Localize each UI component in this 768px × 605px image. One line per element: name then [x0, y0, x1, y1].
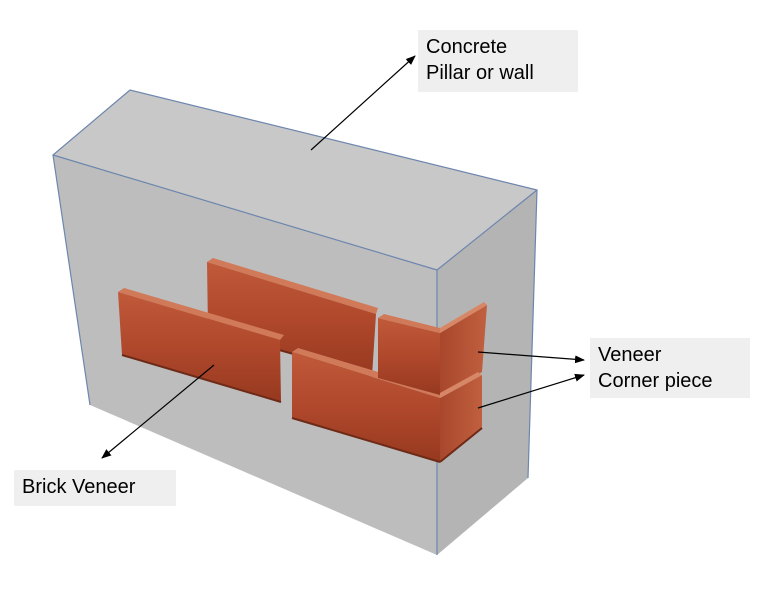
label-concrete-line2: Pillar or wall	[426, 62, 534, 84]
label-concrete-line1: Concrete	[426, 36, 508, 58]
corner-piece-lower	[439, 372, 483, 463]
label-concrete: Concrete Pillar or wall	[418, 30, 578, 92]
arrow-corner-lower	[477, 373, 585, 409]
arrow-concrete	[310, 55, 416, 151]
label-corner-line2: Corner piece	[598, 370, 713, 392]
arrow-corner-upper	[477, 351, 585, 364]
wall-edges	[52, 89, 538, 479]
brick-flat-left	[118, 288, 284, 403]
wall-side-face	[437, 190, 537, 555]
label-brick-line1: Brick Veneer	[22, 476, 136, 498]
wall-edge-top-side	[436, 189, 538, 271]
arrow-brick-veneer	[101, 364, 215, 459]
corner-piece-upper	[378, 302, 487, 395]
leader-arrows	[101, 55, 585, 459]
wall-edge-top-front	[52, 154, 438, 271]
bricks	[118, 258, 487, 463]
label-corner-piece: Veneer Corner piece	[590, 338, 750, 398]
wall-top-face	[53, 90, 537, 270]
label-brick-veneer: Brick Veneer	[14, 470, 176, 506]
label-corner-line1: Veneer	[598, 344, 662, 366]
